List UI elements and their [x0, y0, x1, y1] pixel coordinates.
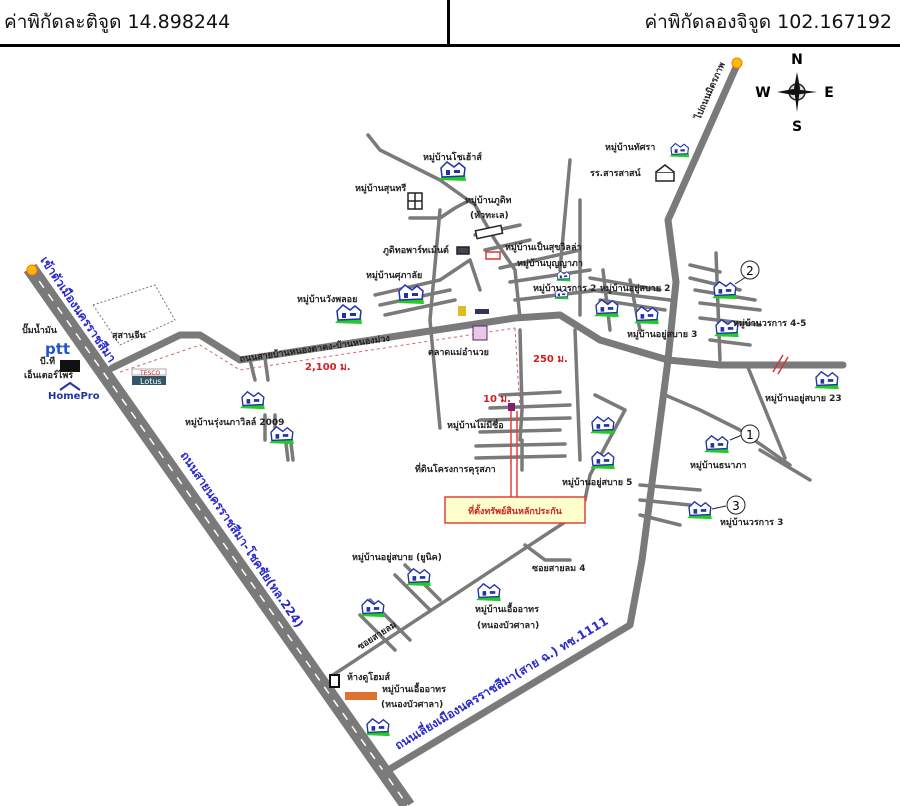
department-store-icon: [345, 692, 377, 700]
svg-text:W: W: [755, 85, 770, 101]
place-label: หมู่บ้านทัศรา: [605, 142, 655, 153]
place-label: หมู่บ้านอยู่สบาย (ยูนิค): [352, 552, 442, 563]
place-label: (หัวทะเล): [470, 210, 509, 221]
place-label: (หนองบัวศาลา): [477, 620, 539, 631]
svg-text:S: S: [792, 119, 802, 135]
place-label: หมู่บ้านโชเฮ้าส์: [423, 151, 482, 163]
place-label: หมู่บ้านอยู่สบาย 23: [765, 393, 842, 404]
numbered-markers: 1 2 3: [711, 260, 760, 515]
property-marker-icon: [508, 403, 515, 411]
house-icon: [364, 718, 391, 737]
place-label: หมู่บ้านบุญญาภา: [517, 258, 583, 269]
place-label: หมู่บ้านวังพลอย: [297, 294, 357, 305]
svg-text:E: E: [824, 85, 834, 101]
property-callout: [444, 496, 586, 524]
homepro-logo: HomePro: [48, 391, 100, 402]
place-label: หมู่บ้านสุนทรี: [355, 183, 406, 194]
place-label: หมู่บ้านภูดิท: [465, 195, 512, 206]
bypass-label: ถนนเลี่ยงเมืองนครราชสีมา(สาย ฉ.) ทช.1111: [391, 612, 610, 753]
house-icon: [668, 142, 690, 158]
bridge-icon: [772, 354, 789, 375]
bt-logo: [60, 360, 80, 372]
place-label: สุสานจีน: [112, 330, 146, 341]
svg-text:1: 1: [746, 428, 754, 442]
house-icon: [813, 371, 840, 390]
place-label: หมู่บ้านวรการ 2: [533, 283, 596, 294]
main-road: [108, 311, 847, 372]
place-label: หมู่บ้านไม่มีชื่อ: [447, 418, 504, 431]
main-road-label: ถนนสายบ้านหนองตาคง-บ้านหนองม่วง: [239, 333, 391, 365]
longitude-label: ค่าพิกัดลองจิจูด 102.167192: [644, 11, 892, 33]
marker-3: [726, 495, 746, 515]
end-marker-icon: [731, 57, 743, 69]
house-icon: [239, 391, 266, 410]
market-icon: [472, 325, 488, 341]
house-icon: [268, 426, 295, 445]
distance-path: [119, 327, 516, 373]
distance-2100: 2,100 ม.: [305, 362, 351, 373]
marker-1: [740, 424, 760, 444]
place-label: บี.ที: [40, 356, 55, 367]
place-label: รร.สารสาสน์: [590, 167, 642, 179]
place-label: ห้างดูโฮมส์: [347, 671, 390, 683]
house-icon: [334, 304, 363, 325]
distance-250: 250 ม.: [533, 354, 568, 365]
house-icon: [475, 583, 502, 602]
svg-text:2: 2: [746, 264, 754, 278]
place-label: หมู่บ้านเป็นสุขวิลล่า: [505, 240, 582, 253]
house-icon: [703, 435, 730, 454]
distance-10: 10 ม.: [483, 394, 511, 405]
place-label: ที่ดินโครงการคุรุสภา: [415, 462, 496, 475]
tesco-logo: [131, 368, 167, 376]
place-label: ปั๊มน้ำมัน: [22, 323, 58, 336]
building-icons: [407, 164, 675, 260]
place-label: หมู่บ้านธนาภา: [690, 460, 746, 471]
place-label: หมู่บ้านวรการ 4-5: [733, 318, 806, 329]
marker-2: [740, 260, 760, 280]
highway-224-label: ถนนสายนครราชสีมา-โชคชัย(ทล.224): [178, 448, 308, 630]
coordinate-header: ค่าพิกัดละติจูด 14.898244 ค่าพิกัดลองจิจ…: [0, 0, 900, 47]
house-icon: [589, 416, 616, 435]
svg-text:TESCO: TESCO: [139, 370, 160, 377]
cemetery-boundary: [92, 284, 176, 346]
place-label: หมู่บ้านเอื้ออาทร: [475, 602, 539, 615]
place-label: เอ็นเตอร์ไพร์: [24, 368, 73, 381]
soi-sailom-4-label: ซอยสายลม 4: [532, 564, 585, 574]
place-label: หมู่บ้านรุ่งนภาวิลล์ 2009: [185, 416, 284, 428]
house-icon: [633, 306, 660, 325]
place-label: หมู่บ้านวรการ 3: [720, 517, 783, 528]
place-label: (หนองบัวศาลา): [381, 699, 443, 710]
place-label: หมู่บ้านอยู่สบาย 2: [600, 283, 670, 294]
place-label: หมู่บ้านอยู่สบาย 3: [627, 329, 697, 340]
ptt-logo: ptt: [45, 340, 70, 358]
latitude-label: ค่าพิกัดละติจูด 14.898244: [0, 0, 450, 44]
svg-text:3: 3: [732, 499, 740, 513]
phone-icon: [329, 674, 340, 688]
location-map: ถนนสายบ้านหนองตาคง-บ้านหนองม่วง เข้าตัวเ…: [22, 52, 847, 806]
minor-roads: [248, 133, 812, 677]
property-callout-label: ที่ตั้งทรัพย์สินหลักประกัน: [468, 504, 563, 517]
start-marker-icon: [26, 264, 38, 276]
compass-icon: N S E W: [755, 52, 834, 135]
highway-224: [23, 263, 415, 806]
place-label: ตลาดแม่อำนวย: [428, 347, 489, 358]
bank-icon: [475, 309, 489, 314]
seven-eleven-icon: [458, 306, 466, 316]
place-label: หมู่บ้านศุภาลัย: [366, 270, 422, 281]
place-label: หมู่บ้านอยู่สบาย 5: [562, 477, 632, 488]
svg-text:N: N: [791, 52, 803, 68]
place-labels: หมู่บ้านโชเฮ้าส์ หมู่บ้านสุนทรี หมู่บ้าน…: [22, 142, 842, 710]
lotus-logo: [132, 376, 166, 385]
svg-text:Lotus: Lotus: [140, 377, 162, 386]
place-label: ภูดิทอพาร์ทเม้นต์: [383, 244, 449, 256]
place-label: หมู่บ้านเอื้ออาทร: [382, 682, 446, 695]
house-icon: [438, 161, 467, 182]
